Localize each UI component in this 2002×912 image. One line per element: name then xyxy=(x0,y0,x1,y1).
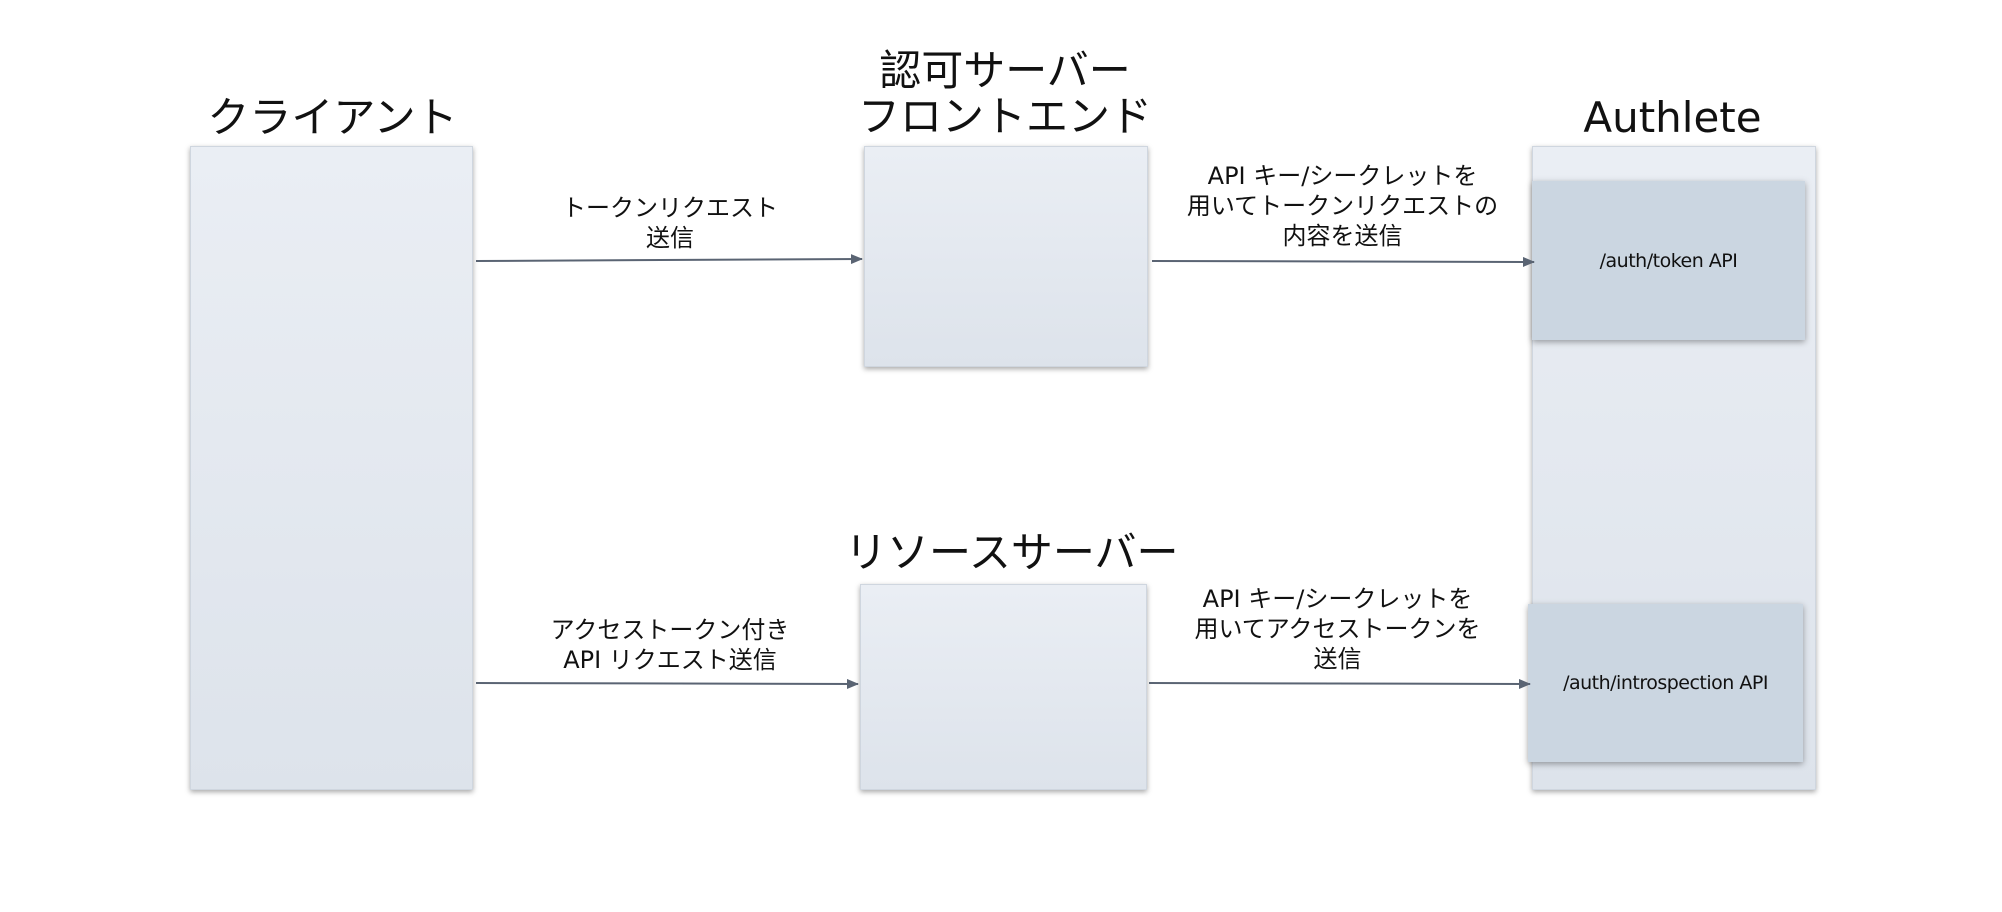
token-api-label: /auth/token API xyxy=(1599,249,1738,272)
api-request-label: アクセストークン付き API リクエスト送信 xyxy=(520,615,820,675)
api-request-label-line2: API リクエスト送信 xyxy=(563,646,777,674)
resource-server-box xyxy=(860,584,1147,790)
token-forward-label-line2: 用いてトークンリクエストの xyxy=(1186,192,1499,220)
auth-server-title-line2: フロントエンド xyxy=(857,92,1152,141)
token-forward-label-line3: 内容を送信 xyxy=(1282,222,1403,250)
token-api-box: /auth/token API xyxy=(1532,181,1805,340)
introspection-forward-label-line3: 送信 xyxy=(1313,645,1362,673)
token-forward-label-line1: API キー/シークレットを xyxy=(1207,162,1478,190)
auth-server-title-line1: 認可サーバー xyxy=(879,46,1131,95)
auth-server-box xyxy=(864,146,1148,367)
arrow-api-request xyxy=(475,678,859,689)
token-forward-label: API キー/シークレットを 用いてトークンリクエストの 内容を送信 xyxy=(1170,161,1515,251)
client-box xyxy=(190,146,473,790)
introspection-api-box: /auth/introspection API xyxy=(1528,604,1803,762)
introspection-forward-label: API キー/シークレットを 用いてアクセストークンを 送信 xyxy=(1170,584,1505,674)
arrow-token-forward xyxy=(1151,256,1535,267)
authlete-title: Authlete xyxy=(1583,93,1762,142)
introspection-forward-label-line1: API キー/シークレットを xyxy=(1202,585,1473,613)
arrow-token-request xyxy=(475,254,863,265)
token-request-label-line2: 送信 xyxy=(646,224,694,252)
introspection-api-label: /auth/introspection API xyxy=(1563,672,1768,694)
client-title: クライアント xyxy=(207,93,458,142)
token-request-label: トークンリクエスト 送信 xyxy=(520,193,820,253)
introspection-forward-label-line2: 用いてアクセストークンを xyxy=(1194,615,1481,643)
token-request-label-line1: トークンリクエスト xyxy=(562,194,778,222)
api-request-label-line1: アクセストークン付き xyxy=(550,616,790,644)
auth-server-title: 認可サーバー フロントエンド xyxy=(850,48,1160,140)
resource-server-title: リソースサーバー xyxy=(845,528,1179,577)
arrow-introspection-forward xyxy=(1148,678,1531,689)
